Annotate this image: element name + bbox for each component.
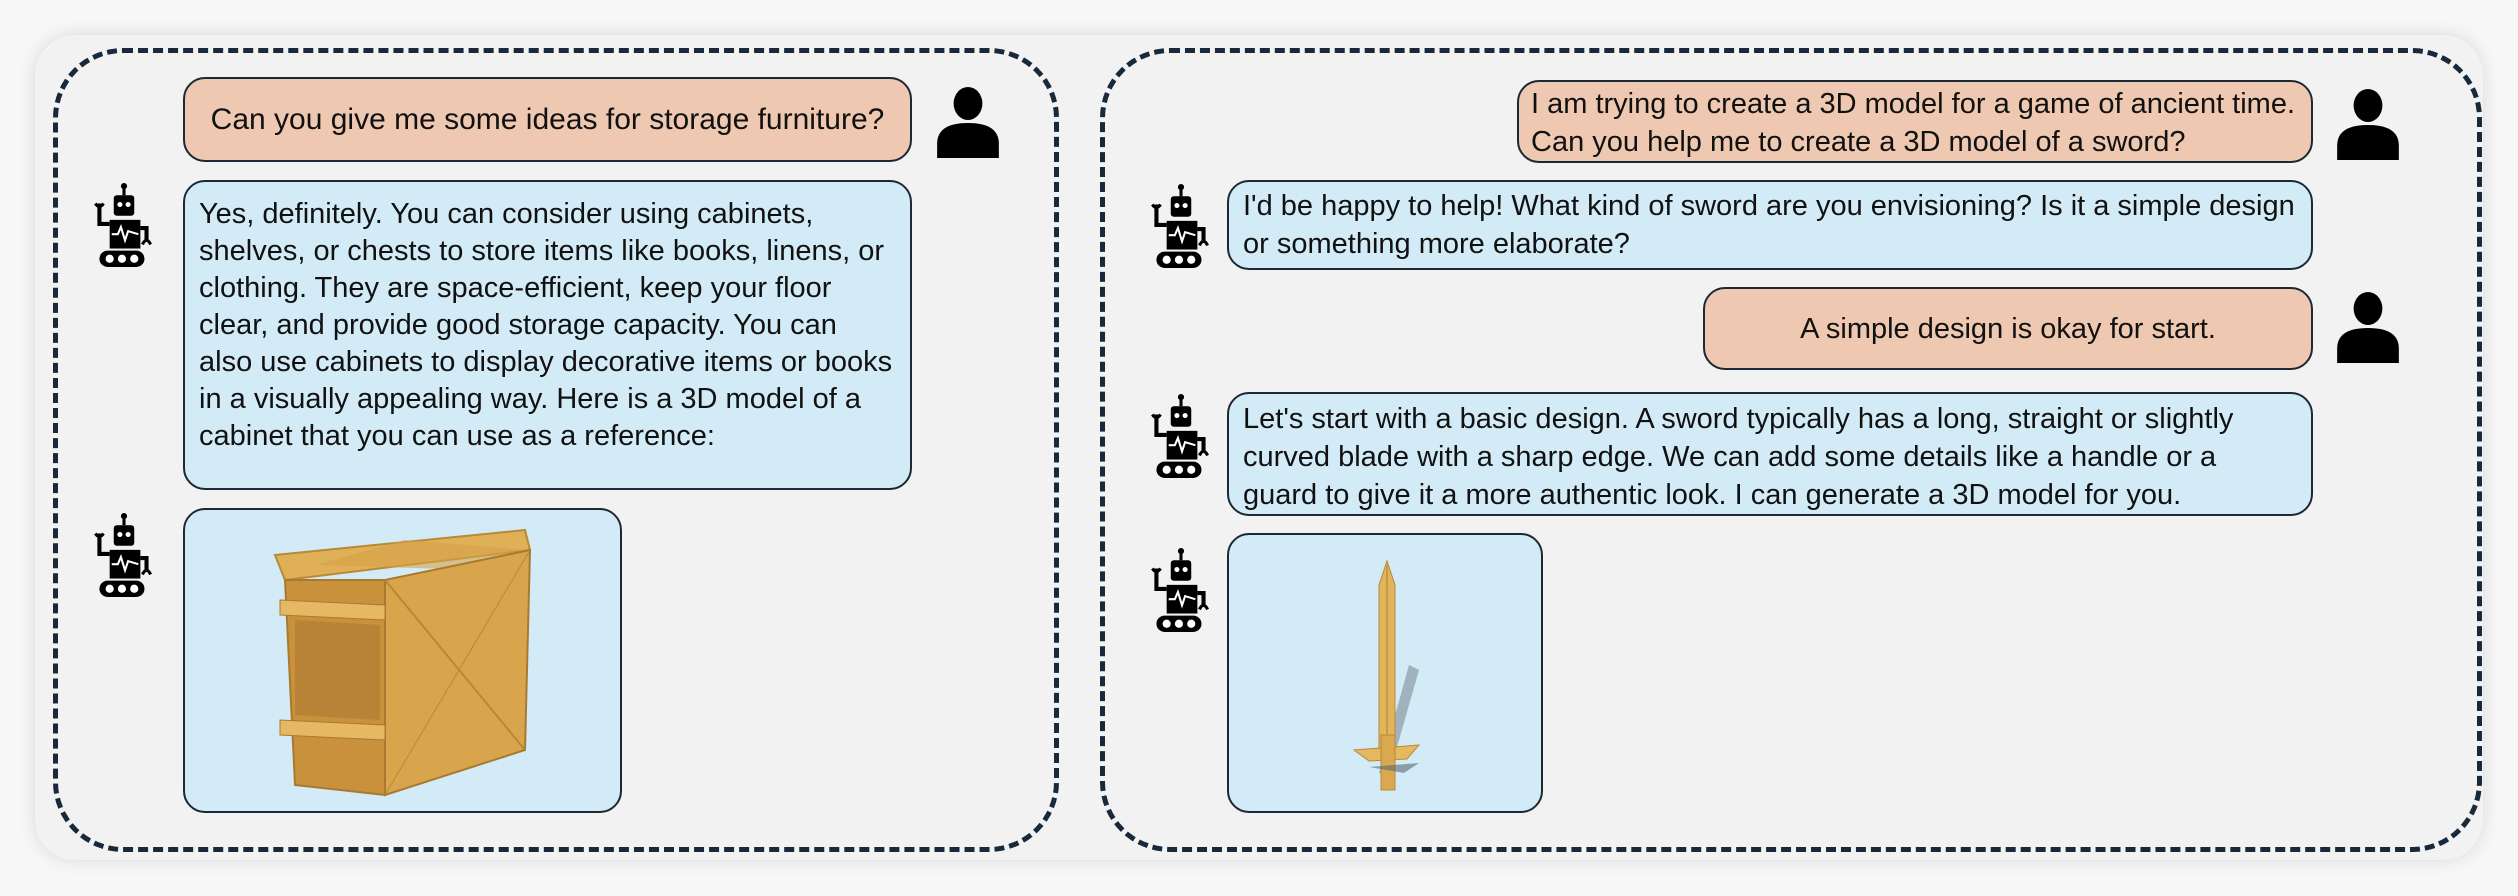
robot-avatar-icon	[1150, 184, 1212, 270]
bot-message-text: I'd be happy to help! What kind of sword…	[1243, 190, 2295, 260]
cabinet-3d-model-image	[273, 528, 532, 797]
user-message-text: Can you give me some ideas for storage f…	[210, 102, 885, 136]
user-message-bubble: I am trying to create a 3D model for a g…	[1517, 80, 2313, 163]
user-message-bubble: A simple design is okay for start.	[1703, 287, 2313, 370]
bot-message-bubble: Yes, definitely. You can consider using …	[183, 180, 912, 490]
robot-avatar-icon	[1150, 548, 1212, 634]
user-message-bubble: Can you give me some ideas for storage f…	[183, 77, 912, 162]
robot-avatar-icon	[93, 513, 155, 599]
user-avatar-icon	[2335, 88, 2401, 160]
user-message-text: I am trying to create a 3D model for a g…	[1531, 88, 2296, 158]
right-conversation-panel	[1100, 48, 2482, 852]
bot-message-bubble: Let's start with a basic design. A sword…	[1227, 392, 2313, 516]
cabinet-model-preview[interactable]	[183, 508, 622, 813]
bot-message-bubble: I'd be happy to help! What kind of sword…	[1227, 180, 2313, 270]
bot-message-text: Let's start with a basic design. A sword…	[1243, 403, 2234, 511]
robot-avatar-icon	[1150, 394, 1212, 480]
bot-message-text: Yes, definitely. You can consider using …	[199, 198, 893, 452]
user-avatar-icon	[935, 86, 1001, 158]
left-conversation-panel	[53, 48, 1059, 852]
sword-model-preview[interactable]	[1227, 533, 1543, 813]
user-message-text: A simple design is okay for start.	[1800, 312, 2216, 345]
robot-avatar-icon	[93, 183, 155, 269]
sword-3d-model-image	[1352, 559, 1421, 791]
user-avatar-icon	[2335, 291, 2401, 363]
